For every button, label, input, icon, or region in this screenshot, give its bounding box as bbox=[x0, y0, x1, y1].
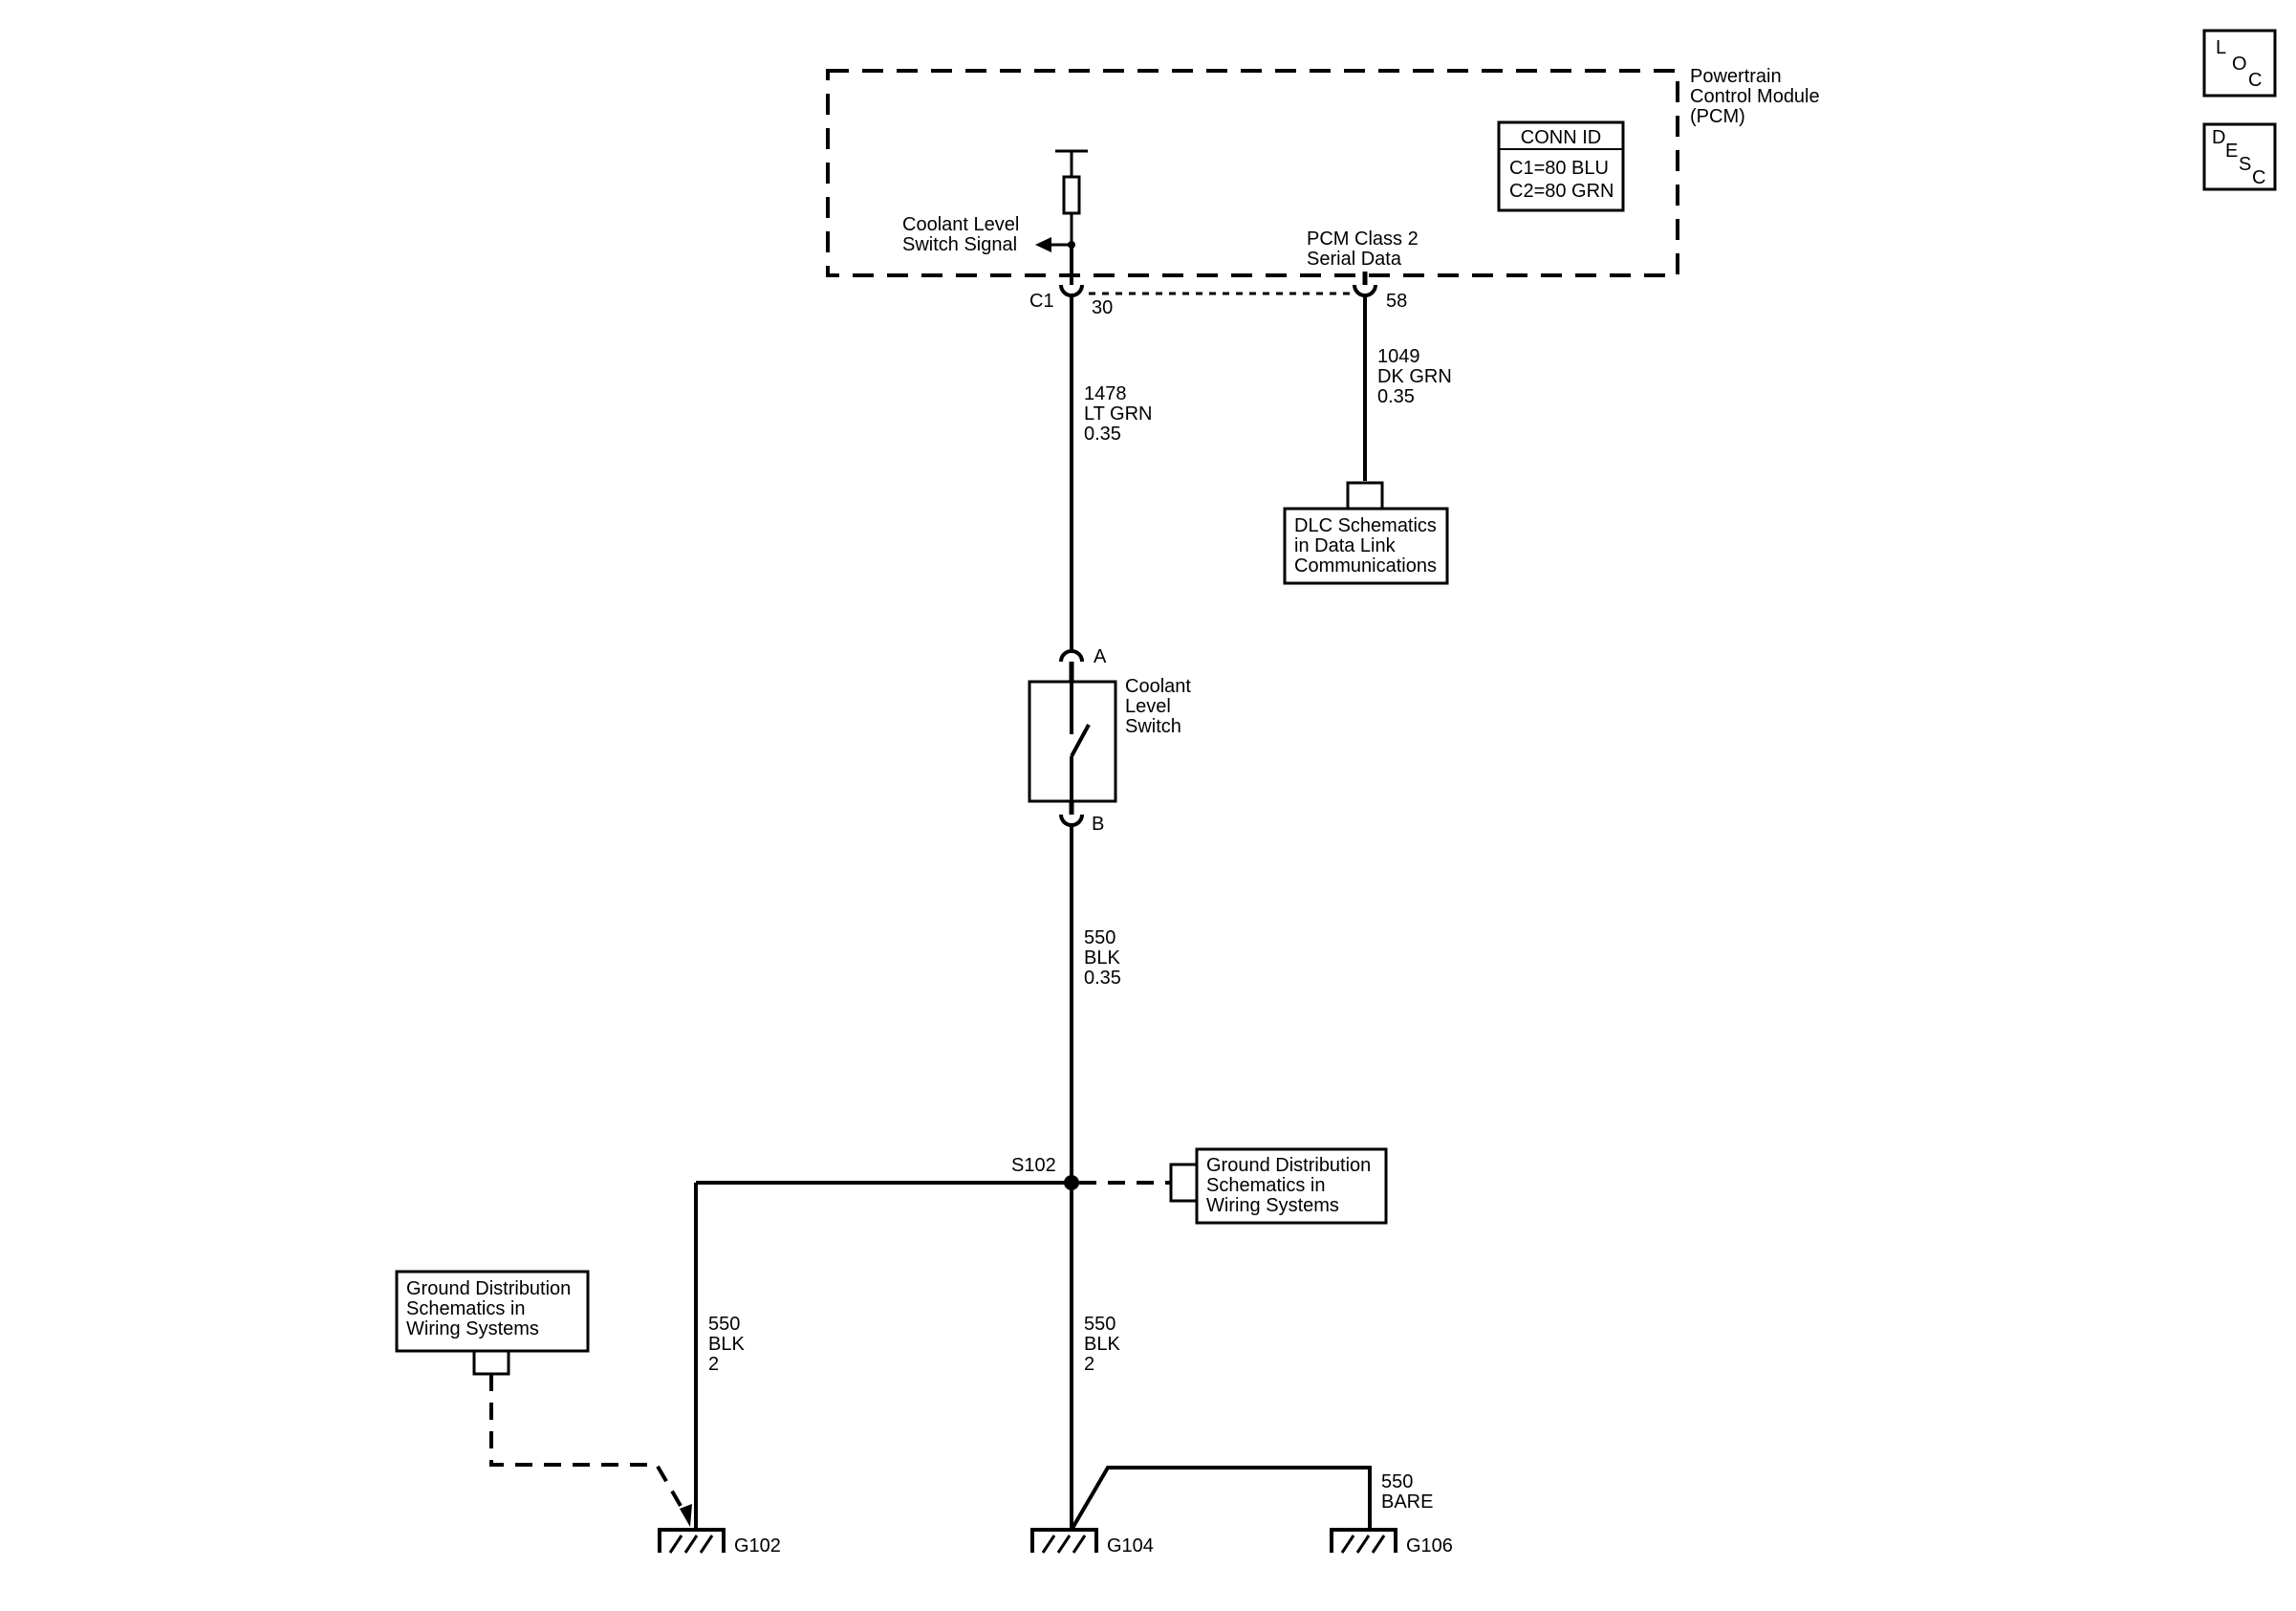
conn-id-line: C2=80 GRN bbox=[1509, 181, 1614, 202]
dlc-reference-line: Communications bbox=[1294, 555, 1437, 577]
ground-label: G102 bbox=[734, 1535, 781, 1557]
ground-reference-line: Ground Distribution bbox=[1206, 1155, 1371, 1176]
wire-1478: 1478 LT GRN 0.35 bbox=[1070, 295, 1158, 650]
switch-label: Coolant Level Switch bbox=[1125, 676, 1197, 737]
ground-label: G104 bbox=[1107, 1535, 1154, 1557]
conn-id-line: C1=80 BLU bbox=[1509, 158, 1609, 179]
desc-letter: D bbox=[2212, 127, 2225, 148]
desc-letter: C bbox=[2252, 167, 2265, 188]
coolant-signal-label: Coolant Level Switch Signal bbox=[902, 214, 1025, 255]
conn-id-header: CONN ID bbox=[1521, 127, 1601, 148]
wire-1049: 1049 DK GRN 0.35 bbox=[1346, 295, 1457, 509]
wire-1478-label: 0.35 bbox=[1084, 424, 1121, 445]
wire-550-left-label: 550 bbox=[708, 1314, 740, 1335]
wire-550-left: 550 BLK 2 bbox=[694, 1183, 749, 1530]
signal-arrow-icon bbox=[1035, 237, 1051, 252]
coolant-level-switch: A B Coolant Level Switch bbox=[1028, 646, 1197, 835]
wire-1478-label: 1478 bbox=[1084, 383, 1127, 404]
dlc-reference-line: in Data Link bbox=[1294, 535, 1397, 556]
pin-30-label: 30 bbox=[1092, 297, 1113, 318]
pin-b-label: B bbox=[1092, 814, 1104, 835]
wire-550-bare: 550 BARE bbox=[1070, 1466, 1433, 1532]
connector-c1: C1 30 58 bbox=[1029, 245, 1407, 318]
wire-550-blk-035: 550 BLK 0.35 bbox=[1070, 825, 1125, 1183]
wire-550-center-label: BLK bbox=[1084, 1334, 1120, 1355]
desc-letter: S bbox=[2239, 154, 2251, 175]
splice-s102: S102 bbox=[696, 1155, 1197, 1203]
pcm-title-line: Powertrain bbox=[1690, 66, 1782, 87]
desc-button[interactable]: D E S C bbox=[2202, 122, 2277, 191]
svg-text:550 BLK 2: 550 BLK 2 bbox=[1084, 1314, 1125, 1375]
wire-550-label: 0.35 bbox=[1084, 968, 1121, 989]
loc-letter: L bbox=[2216, 37, 2226, 58]
wire-550-label: 550 bbox=[1084, 927, 1116, 948]
wire-550-left-label: 2 bbox=[708, 1354, 719, 1375]
ground-g102: G102 bbox=[658, 1528, 781, 1557]
svg-text:1049 DK GRN 0.35: 1049 DK GRN 0.35 bbox=[1377, 346, 1457, 407]
switch-label-line: Switch bbox=[1125, 716, 1181, 737]
pcm-title: Powertrain Control Module (PCM) bbox=[1690, 66, 1825, 127]
connector-c1-label: C1 bbox=[1029, 291, 1054, 312]
serial-data-line: Serial Data bbox=[1307, 249, 1402, 270]
wire-550-label: BLK bbox=[1084, 947, 1120, 969]
switch-label-line: Level bbox=[1125, 696, 1171, 717]
splice-label: S102 bbox=[1011, 1155, 1056, 1176]
ground-distribution-reference-right[interactable]: Ground Distribution Schematics in Wiring… bbox=[1195, 1147, 1388, 1225]
pcm-title-line: Control Module bbox=[1690, 86, 1820, 107]
ground-reference-line: Schematics in bbox=[1206, 1175, 1326, 1196]
pcm-title-line: (PCM) bbox=[1690, 106, 1745, 127]
ground-g106: G106 bbox=[1330, 1528, 1453, 1557]
wire-1049-label: 0.35 bbox=[1377, 386, 1415, 407]
svg-text:550 BARE: 550 BARE bbox=[1381, 1471, 1433, 1513]
ground-reference-line: Wiring Systems bbox=[1206, 1195, 1339, 1216]
ground-label: G106 bbox=[1406, 1535, 1453, 1557]
pin-a-label: A bbox=[1094, 646, 1107, 667]
desc-letter: E bbox=[2225, 141, 2238, 162]
wire-550-bare-label: 550 bbox=[1381, 1471, 1413, 1492]
svg-text:550 BLK 0.35: 550 BLK 0.35 bbox=[1084, 927, 1125, 989]
loc-letter: O bbox=[2232, 54, 2247, 75]
ground-icon bbox=[1030, 1528, 1098, 1554]
pcm-module: Powertrain Control Module (PCM) CONN ID … bbox=[826, 66, 1825, 277]
ground-reference-line: Ground Distribution bbox=[406, 1278, 571, 1299]
dlc-reference-line: DLC Schematics bbox=[1294, 515, 1437, 536]
svg-text:1478 LT GRN 0.35: 1478 LT GRN 0.35 bbox=[1084, 383, 1158, 445]
wire-550-center: 550 BLK 2 bbox=[1070, 1183, 1125, 1530]
pcm-boundary bbox=[826, 69, 1679, 277]
svg-text:DLC Schematics in Data L: DLC Schematics in Data Link Communicatio… bbox=[1294, 515, 1442, 577]
svg-text:Ground Distribution Sche: Ground Distribution Schematics in Wiring… bbox=[1206, 1155, 1376, 1216]
ground-reference-link-left bbox=[472, 1351, 692, 1527]
ground-reference-line: Wiring Systems bbox=[406, 1318, 539, 1339]
conn-id-box: CONN ID C1=80 BLU C2=80 GRN bbox=[1497, 120, 1625, 212]
wire-550-bare-label: BARE bbox=[1381, 1491, 1433, 1513]
ground-distribution-reference-left[interactable]: Ground Distribution Schematics in Wiring… bbox=[395, 1270, 590, 1353]
pull-up-resistor bbox=[1035, 149, 1088, 252]
ground-reference-line: Schematics in bbox=[406, 1298, 526, 1319]
serial-data-label: PCM Class 2 Serial Data bbox=[1307, 229, 1423, 270]
ground-icon bbox=[1330, 1528, 1397, 1554]
switch-label-line: Coolant bbox=[1125, 676, 1191, 697]
wire-550-center-label: 550 bbox=[1084, 1314, 1116, 1335]
ground-link-arrow-icon bbox=[680, 1504, 692, 1527]
coolant-signal-line: Switch Signal bbox=[902, 234, 1017, 255]
svg-text:Ground Distribution Sche: Ground Distribution Schematics in Wiring… bbox=[406, 1278, 576, 1339]
loc-button[interactable]: L O C bbox=[2202, 29, 2277, 98]
wire-550-left-label: BLK bbox=[708, 1334, 745, 1355]
ground-icon bbox=[658, 1528, 726, 1554]
wire-1478-label: LT GRN bbox=[1084, 403, 1153, 425]
wire-1049-label: DK GRN bbox=[1377, 366, 1452, 387]
coolant-signal-line: Coolant Level bbox=[902, 214, 1019, 235]
serial-data-line: PCM Class 2 bbox=[1307, 229, 1419, 250]
dlc-schematics-reference[interactable]: DLC Schematics in Data Link Communicatio… bbox=[1283, 507, 1449, 585]
pin-58-label: 58 bbox=[1386, 291, 1407, 312]
ground-g104: G104 bbox=[1030, 1528, 1154, 1557]
loc-letter: C bbox=[2248, 70, 2262, 91]
wire-550-center-label: 2 bbox=[1084, 1354, 1094, 1375]
svg-text:550 BLK 2: 550 BLK 2 bbox=[708, 1314, 749, 1375]
wire-1049-label: 1049 bbox=[1377, 346, 1420, 367]
